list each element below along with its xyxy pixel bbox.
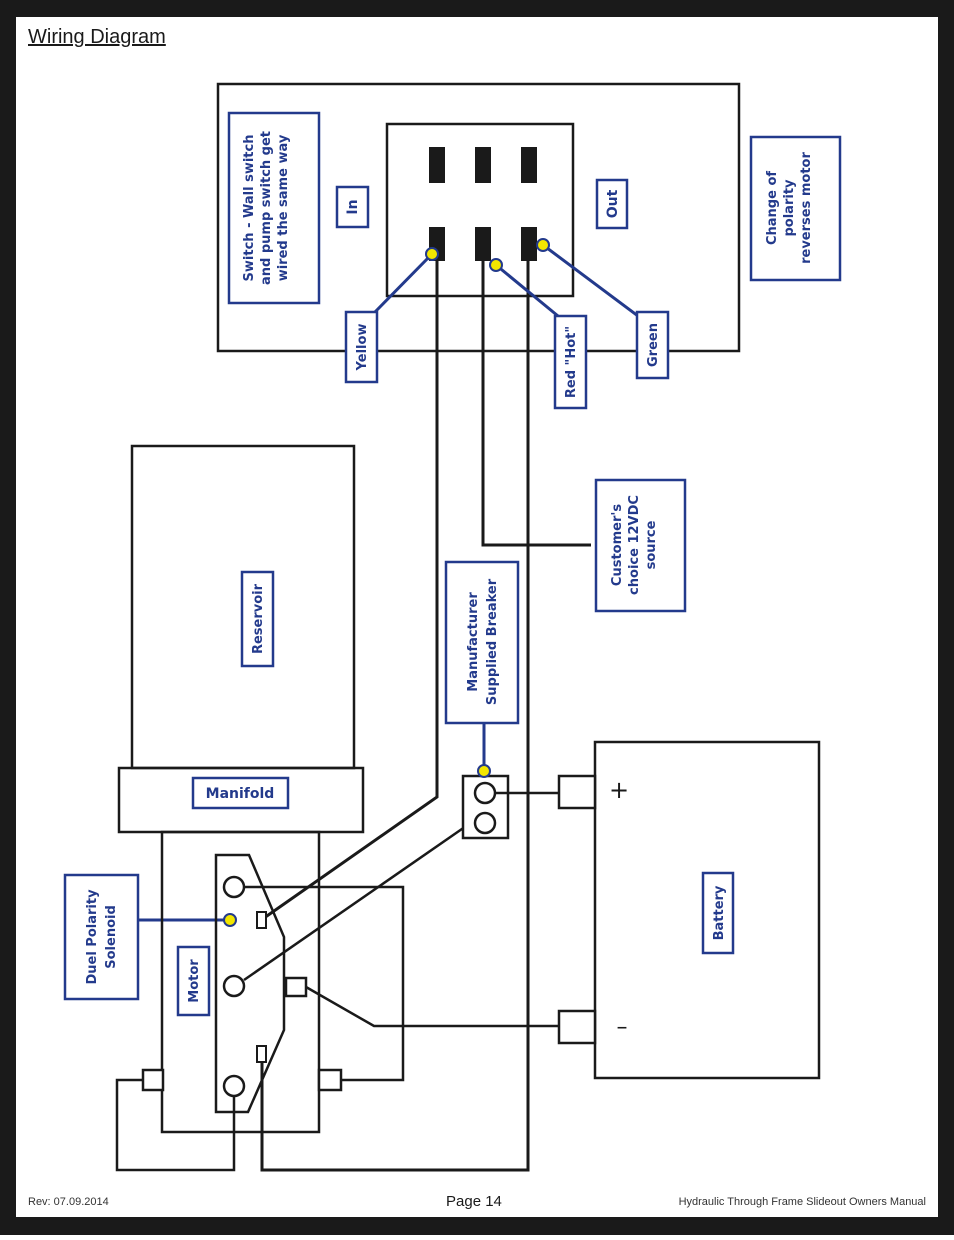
switch-note-box (227, 111, 321, 305)
leader-red-hot (495, 263, 559, 318)
yellow-wire-label: Yellow (355, 324, 370, 372)
polarity-note-line-3: reverses motor (799, 152, 814, 264)
motor-terminal-right (284, 976, 308, 998)
solenoid-body (214, 853, 286, 1114)
switch-note-line-1: Switch - Wall switch (242, 135, 257, 282)
solenoid-post-middle (222, 974, 246, 998)
polarity-note-line-1: Change of (765, 171, 780, 245)
switch-terminal-top-2 (475, 147, 491, 183)
green-wire-label: Green (646, 323, 661, 367)
reservoir-label: Reservoir (251, 583, 266, 654)
red-hot-wire-label: Red "Hot" (564, 326, 579, 398)
battery-terminal-negative (557, 1009, 597, 1045)
solenoid-post-bottom (222, 1074, 246, 1098)
solenoid-label-line-1: Duel Polarity (85, 889, 100, 985)
breaker-label-line-1: Manufacturer (466, 592, 481, 692)
revision-date: Rev: 07.09.2014 (28, 1196, 109, 1208)
polarity-note-box (749, 135, 842, 282)
wire-solenoid-top-to-motor (244, 885, 405, 1082)
battery-box (593, 740, 821, 1080)
yellow-label-box (344, 310, 379, 384)
switch-enclosure (216, 82, 741, 353)
page-number: Page 14 (446, 1193, 502, 1210)
switch-terminal-top-3 (521, 147, 537, 183)
breaker-label-line-2: Supplied Breaker (485, 578, 500, 705)
customer-source-line-2: choice 12VDC (627, 495, 642, 595)
switch-terminal-bottom-3 (521, 227, 537, 261)
solenoid-post-top (222, 875, 246, 899)
solenoid-label-line-2: Solenoid (104, 905, 119, 969)
switch-note-line-3: wired the same way (276, 134, 291, 281)
reservoir-label-box (240, 570, 275, 668)
leader-green (542, 243, 639, 318)
motor-label-box (176, 945, 211, 1017)
breaker-post-top (473, 781, 497, 805)
connector-dot-breaker (477, 764, 491, 778)
in-label: In (345, 199, 361, 214)
switch-body (385, 122, 575, 298)
green-label-box (635, 310, 670, 380)
motor-label: Motor (187, 959, 202, 1003)
out-label-box (595, 178, 629, 230)
out-label: Out (605, 189, 621, 218)
customer-source-line-1: Customer's (610, 504, 625, 586)
solenoid-tab-upper (256, 911, 267, 929)
battery-label-box (701, 871, 735, 955)
wire-yellow (263, 255, 439, 920)
wire-ground-to-battery (305, 985, 559, 1028)
wire-solenoid-to-breaker (243, 820, 473, 982)
breaker-post-bottom (473, 811, 497, 835)
wire-motor-left-to-solenoid (115, 1078, 236, 1172)
breaker-label-box (444, 560, 520, 725)
connector-dot-red (489, 258, 503, 272)
customer-source-box (594, 478, 687, 613)
switch-terminal-top-1 (429, 147, 445, 183)
battery-minus-sign: – (617, 1015, 628, 1040)
wire-red-hot (481, 255, 591, 547)
switch-note-line-2: and pump switch get (259, 131, 274, 285)
battery-plus-sign: + (609, 776, 629, 804)
motor-box (160, 830, 321, 1134)
switch-terminal-bottom-2 (475, 227, 491, 261)
page-title: Wiring Diagram (28, 26, 166, 48)
in-label-box (335, 185, 370, 229)
manifold-label: Manifold (206, 786, 275, 802)
polarity-note-line-2: polarity (782, 179, 797, 237)
leader-yellow (373, 252, 434, 314)
connector-dot-yellow (425, 247, 439, 261)
wire-green (260, 255, 530, 1172)
manual-title: Hydraulic Through Frame Slideout Owners … (678, 1196, 926, 1208)
manifold-label-box (191, 776, 290, 810)
motor-terminal-right-lower (317, 1068, 343, 1092)
battery-label: Battery (712, 885, 727, 940)
solenoid-label-box (63, 873, 140, 1001)
solenoid-tab-lower (256, 1045, 267, 1063)
battery-terminal-positive (557, 774, 597, 810)
red-hot-label-box (553, 314, 588, 410)
customer-source-line-3: source (644, 520, 659, 569)
connector-dot-green (536, 238, 550, 252)
connector-dot-solenoid (223, 913, 237, 927)
motor-terminal-left (141, 1068, 165, 1092)
